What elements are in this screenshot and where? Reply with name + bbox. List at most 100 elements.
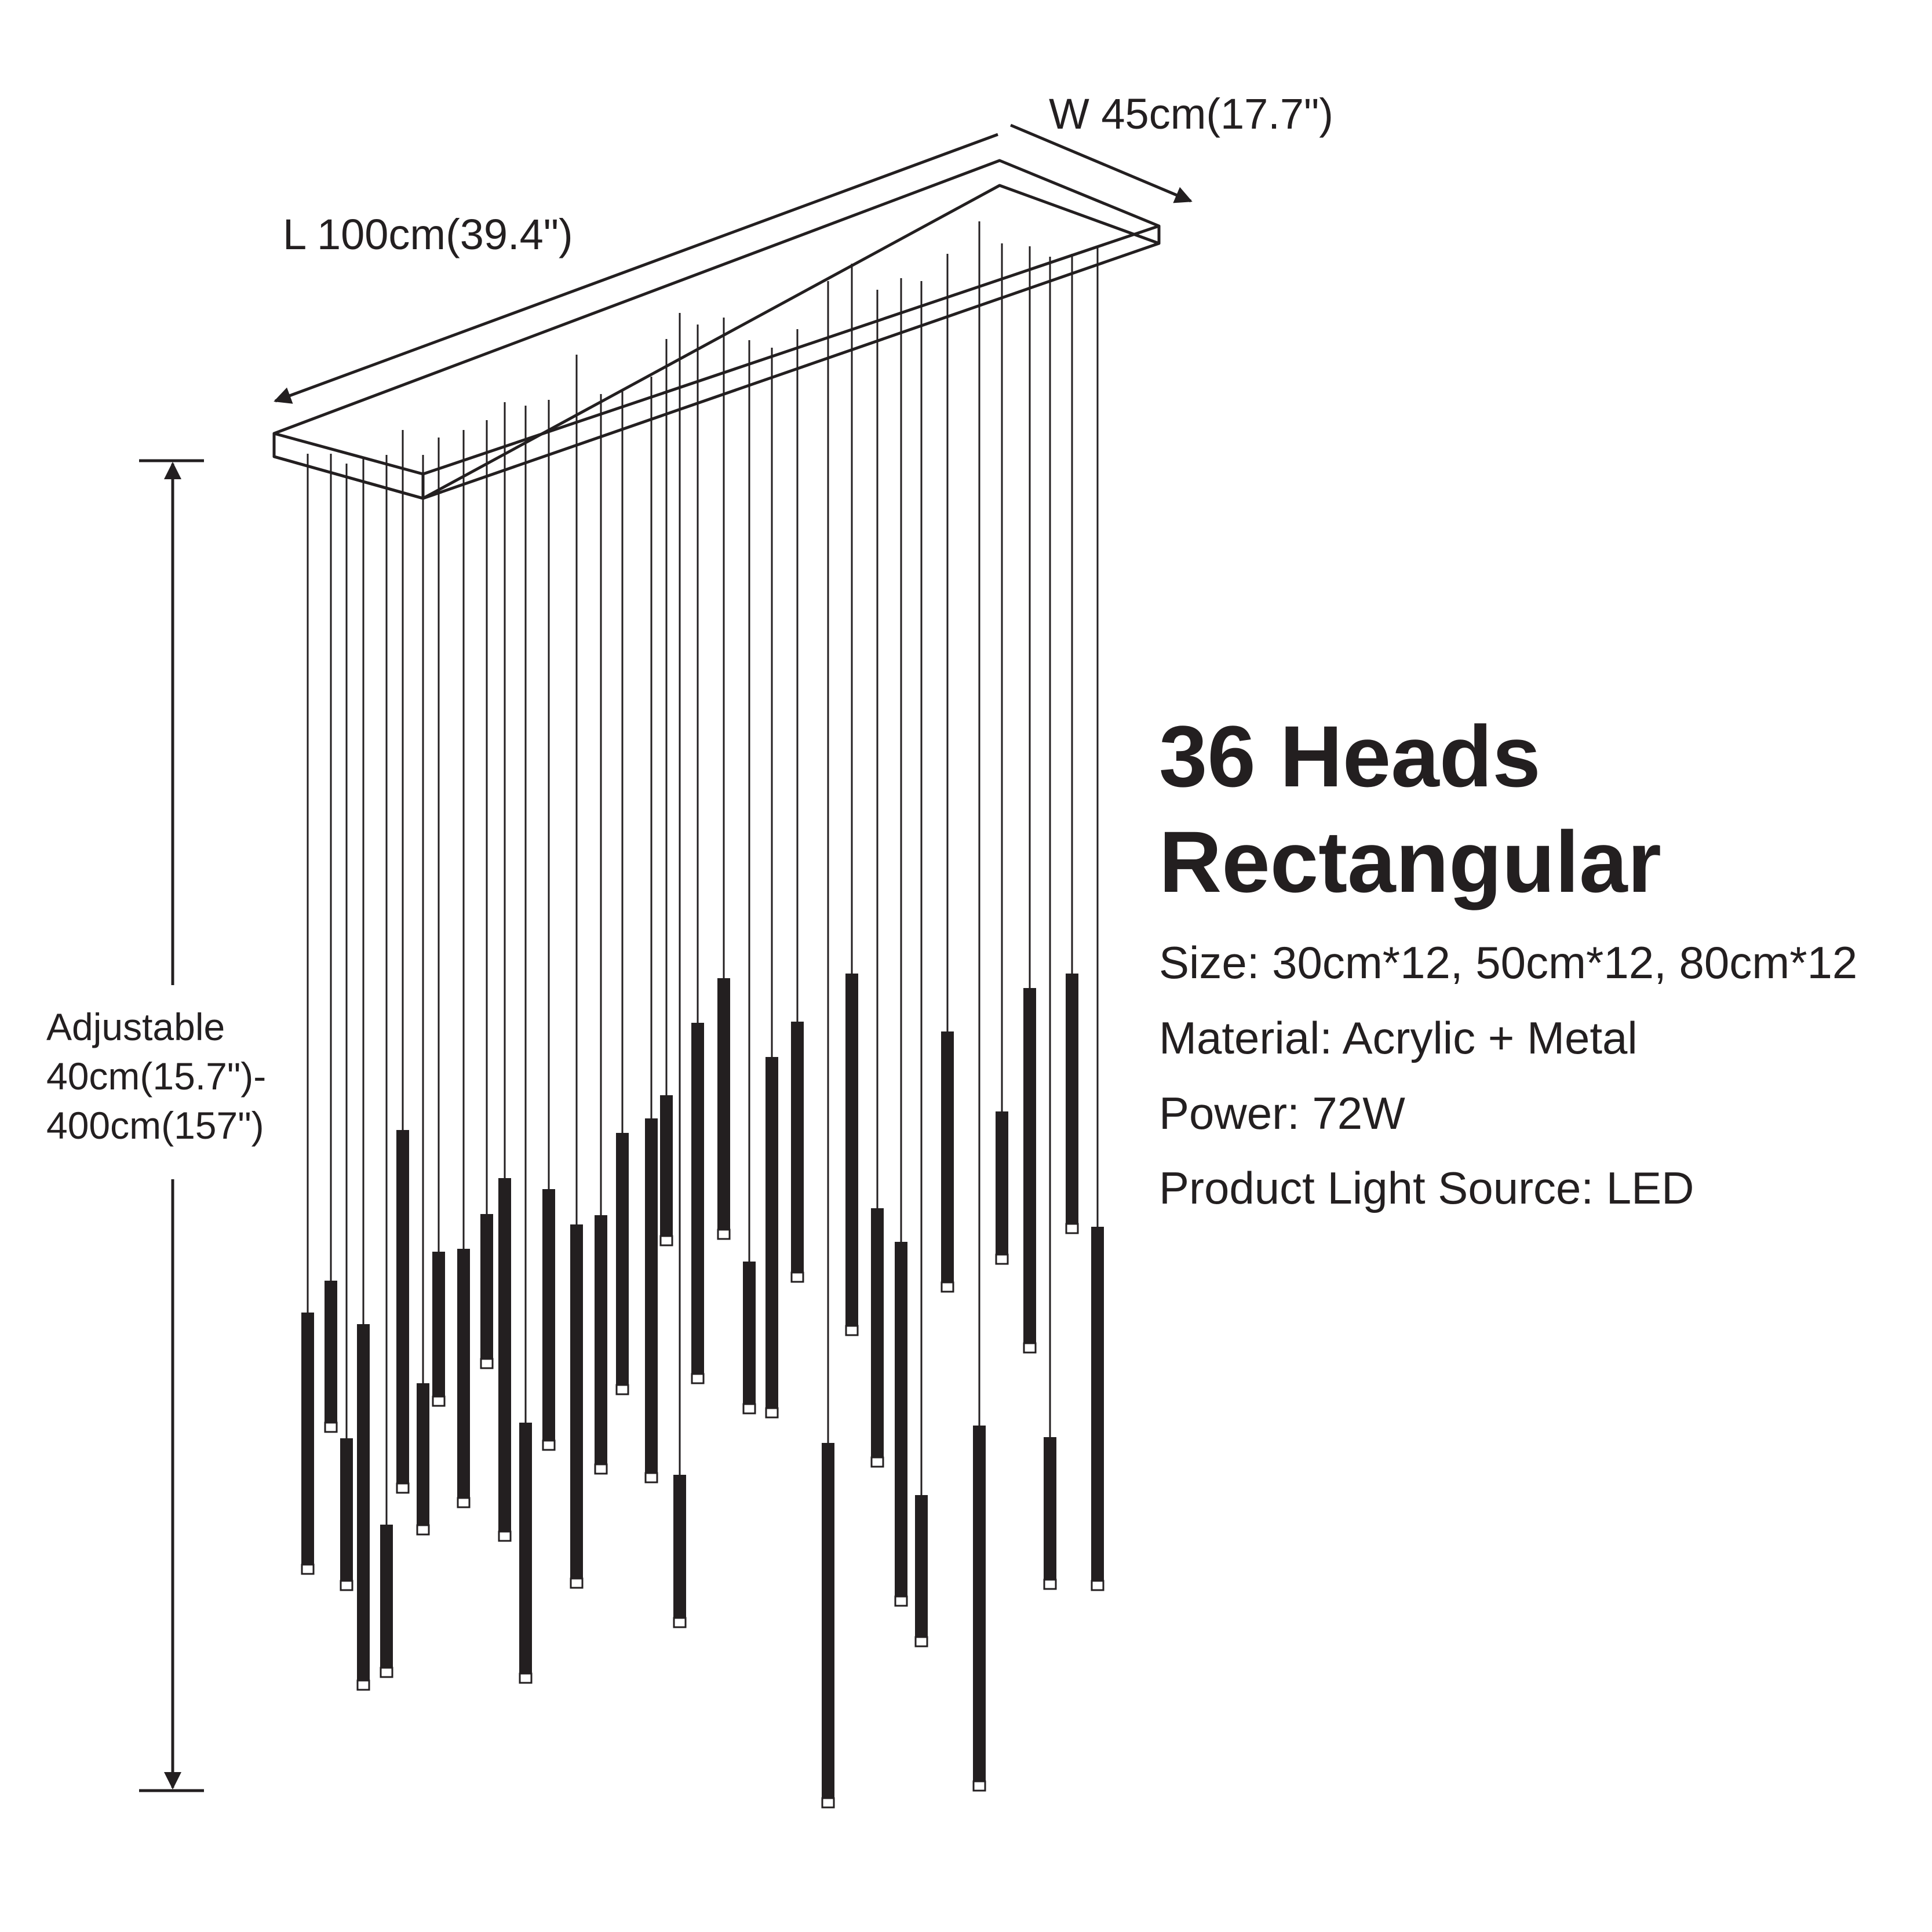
pendant-tube (570, 1224, 583, 1579)
pendant-tube (457, 1249, 470, 1498)
pendant-light (790, 329, 804, 1283)
pendant-tube (1091, 1227, 1104, 1581)
pendant-tube (973, 1426, 986, 1781)
led-diffuser-tip (519, 1672, 533, 1684)
led-diffuser-tip (995, 1253, 1009, 1265)
length-dimension-arrow (274, 133, 998, 404)
led-diffuser-tip (380, 1667, 393, 1678)
pendant-light (416, 455, 430, 1536)
pendant-tube (895, 1242, 907, 1596)
pendant-light (1043, 257, 1057, 1590)
pendant-tube (519, 1423, 532, 1674)
spec-material: Material: Acrylic + Metal (1159, 1012, 1638, 1063)
pendant-light (673, 313, 687, 1628)
led-diffuser-tip (324, 1421, 338, 1433)
pendant-light (914, 281, 928, 1647)
pendant-light (1065, 254, 1079, 1234)
led-diffuser-tip (821, 1797, 835, 1809)
pendant-light (432, 438, 446, 1407)
pendant-tube (396, 1130, 409, 1483)
pendant-tube (498, 1178, 511, 1532)
pendant-tube (743, 1262, 756, 1404)
pendant-light (615, 389, 629, 1395)
pendant-light (301, 454, 315, 1575)
width-dimension-arrow (1010, 123, 1193, 203)
pendant-tube (673, 1475, 686, 1618)
led-diffuser-tip (1043, 1579, 1057, 1590)
pendant-light (480, 420, 494, 1369)
pendant-tube (1023, 988, 1036, 1343)
led-diffuser-tip (570, 1577, 584, 1589)
pendant-light (380, 455, 393, 1678)
led-diffuser-tip (894, 1595, 908, 1607)
led-diffuser-tip (1023, 1342, 1037, 1354)
pendant-tube (325, 1281, 337, 1423)
led-diffuser-tip (1065, 1223, 1079, 1234)
pendant-tube (340, 1438, 353, 1581)
pendant-light (659, 339, 673, 1246)
pendant-light (717, 318, 731, 1240)
pendant-tube (301, 1313, 314, 1565)
pendant-light (742, 340, 756, 1415)
pendant-tube (845, 974, 858, 1326)
led-diffuser-tip (914, 1636, 928, 1647)
led-diffuser-tip (542, 1439, 556, 1451)
led-diffuser-tip (644, 1472, 658, 1483)
pendant-light (995, 243, 1009, 1265)
pendant-tube (691, 1023, 704, 1374)
pendant-tube (380, 1525, 393, 1668)
pendant-light (972, 221, 986, 1792)
product-title-line-1: 36 Heads (1159, 708, 1541, 805)
led-diffuser-tip (416, 1524, 430, 1536)
height-label-line-3: 400cm(157") (46, 1104, 264, 1147)
pendant-tube (660, 1095, 673, 1236)
pendant-light (519, 406, 533, 1684)
led-diffuser-tip (972, 1780, 986, 1792)
pendant-tube (432, 1252, 445, 1397)
pendant-light (845, 264, 859, 1336)
pendant-tube (1066, 974, 1078, 1224)
pendant-tube (765, 1057, 778, 1408)
led-diffuser-tip (356, 1679, 370, 1691)
pendant-tube (717, 978, 730, 1230)
pendant-light (765, 348, 779, 1419)
pendant-tube (871, 1208, 884, 1457)
led-diffuser-tip (941, 1281, 954, 1293)
led-diffuser-tip (870, 1456, 884, 1468)
pendant-tube (915, 1495, 928, 1637)
led-diffuser-tip (594, 1463, 608, 1475)
led-diffuser-tip (742, 1403, 756, 1415)
pendant-tube (1044, 1437, 1056, 1580)
led-diffuser-tip (717, 1229, 731, 1240)
spec-power: Power: 72W (1159, 1088, 1405, 1139)
led-diffuser-tip (498, 1530, 512, 1542)
length-label: L 100cm(39.4") (283, 210, 573, 258)
pendant-light (498, 402, 512, 1542)
pendant-light (644, 377, 658, 1483)
pendant-light (1091, 248, 1104, 1591)
pendant-tube (616, 1133, 629, 1385)
pendant-light (1023, 246, 1037, 1354)
width-label: W 45cm(17.7") (1049, 90, 1333, 138)
led-diffuser-tip (615, 1384, 629, 1395)
spec-light-source: Product Light Source: LED (1159, 1162, 1694, 1213)
pendant-tube (791, 1022, 804, 1273)
pendant-tube (941, 1031, 954, 1282)
led-diffuser-tip (790, 1271, 804, 1283)
led-diffuser-tip (845, 1325, 859, 1336)
pendant-light (870, 290, 884, 1468)
pendant-light (356, 457, 370, 1691)
pendant-tube (595, 1215, 607, 1464)
pendant-tube (822, 1443, 834, 1798)
pendant-light (691, 325, 705, 1384)
pendant-tube (480, 1214, 493, 1359)
led-diffuser-tip (659, 1235, 673, 1246)
led-diffuser-tip (673, 1617, 687, 1628)
pendant-tube (542, 1189, 555, 1441)
led-diffuser-tip (340, 1580, 353, 1591)
product-title-line-2: Rectangular (1159, 813, 1661, 910)
spec-size: Size: 30cm*12, 50cm*12, 80cm*12 (1159, 937, 1858, 988)
pendant-light (570, 355, 584, 1589)
pendant-light (324, 454, 338, 1433)
pendant-light (821, 281, 835, 1809)
